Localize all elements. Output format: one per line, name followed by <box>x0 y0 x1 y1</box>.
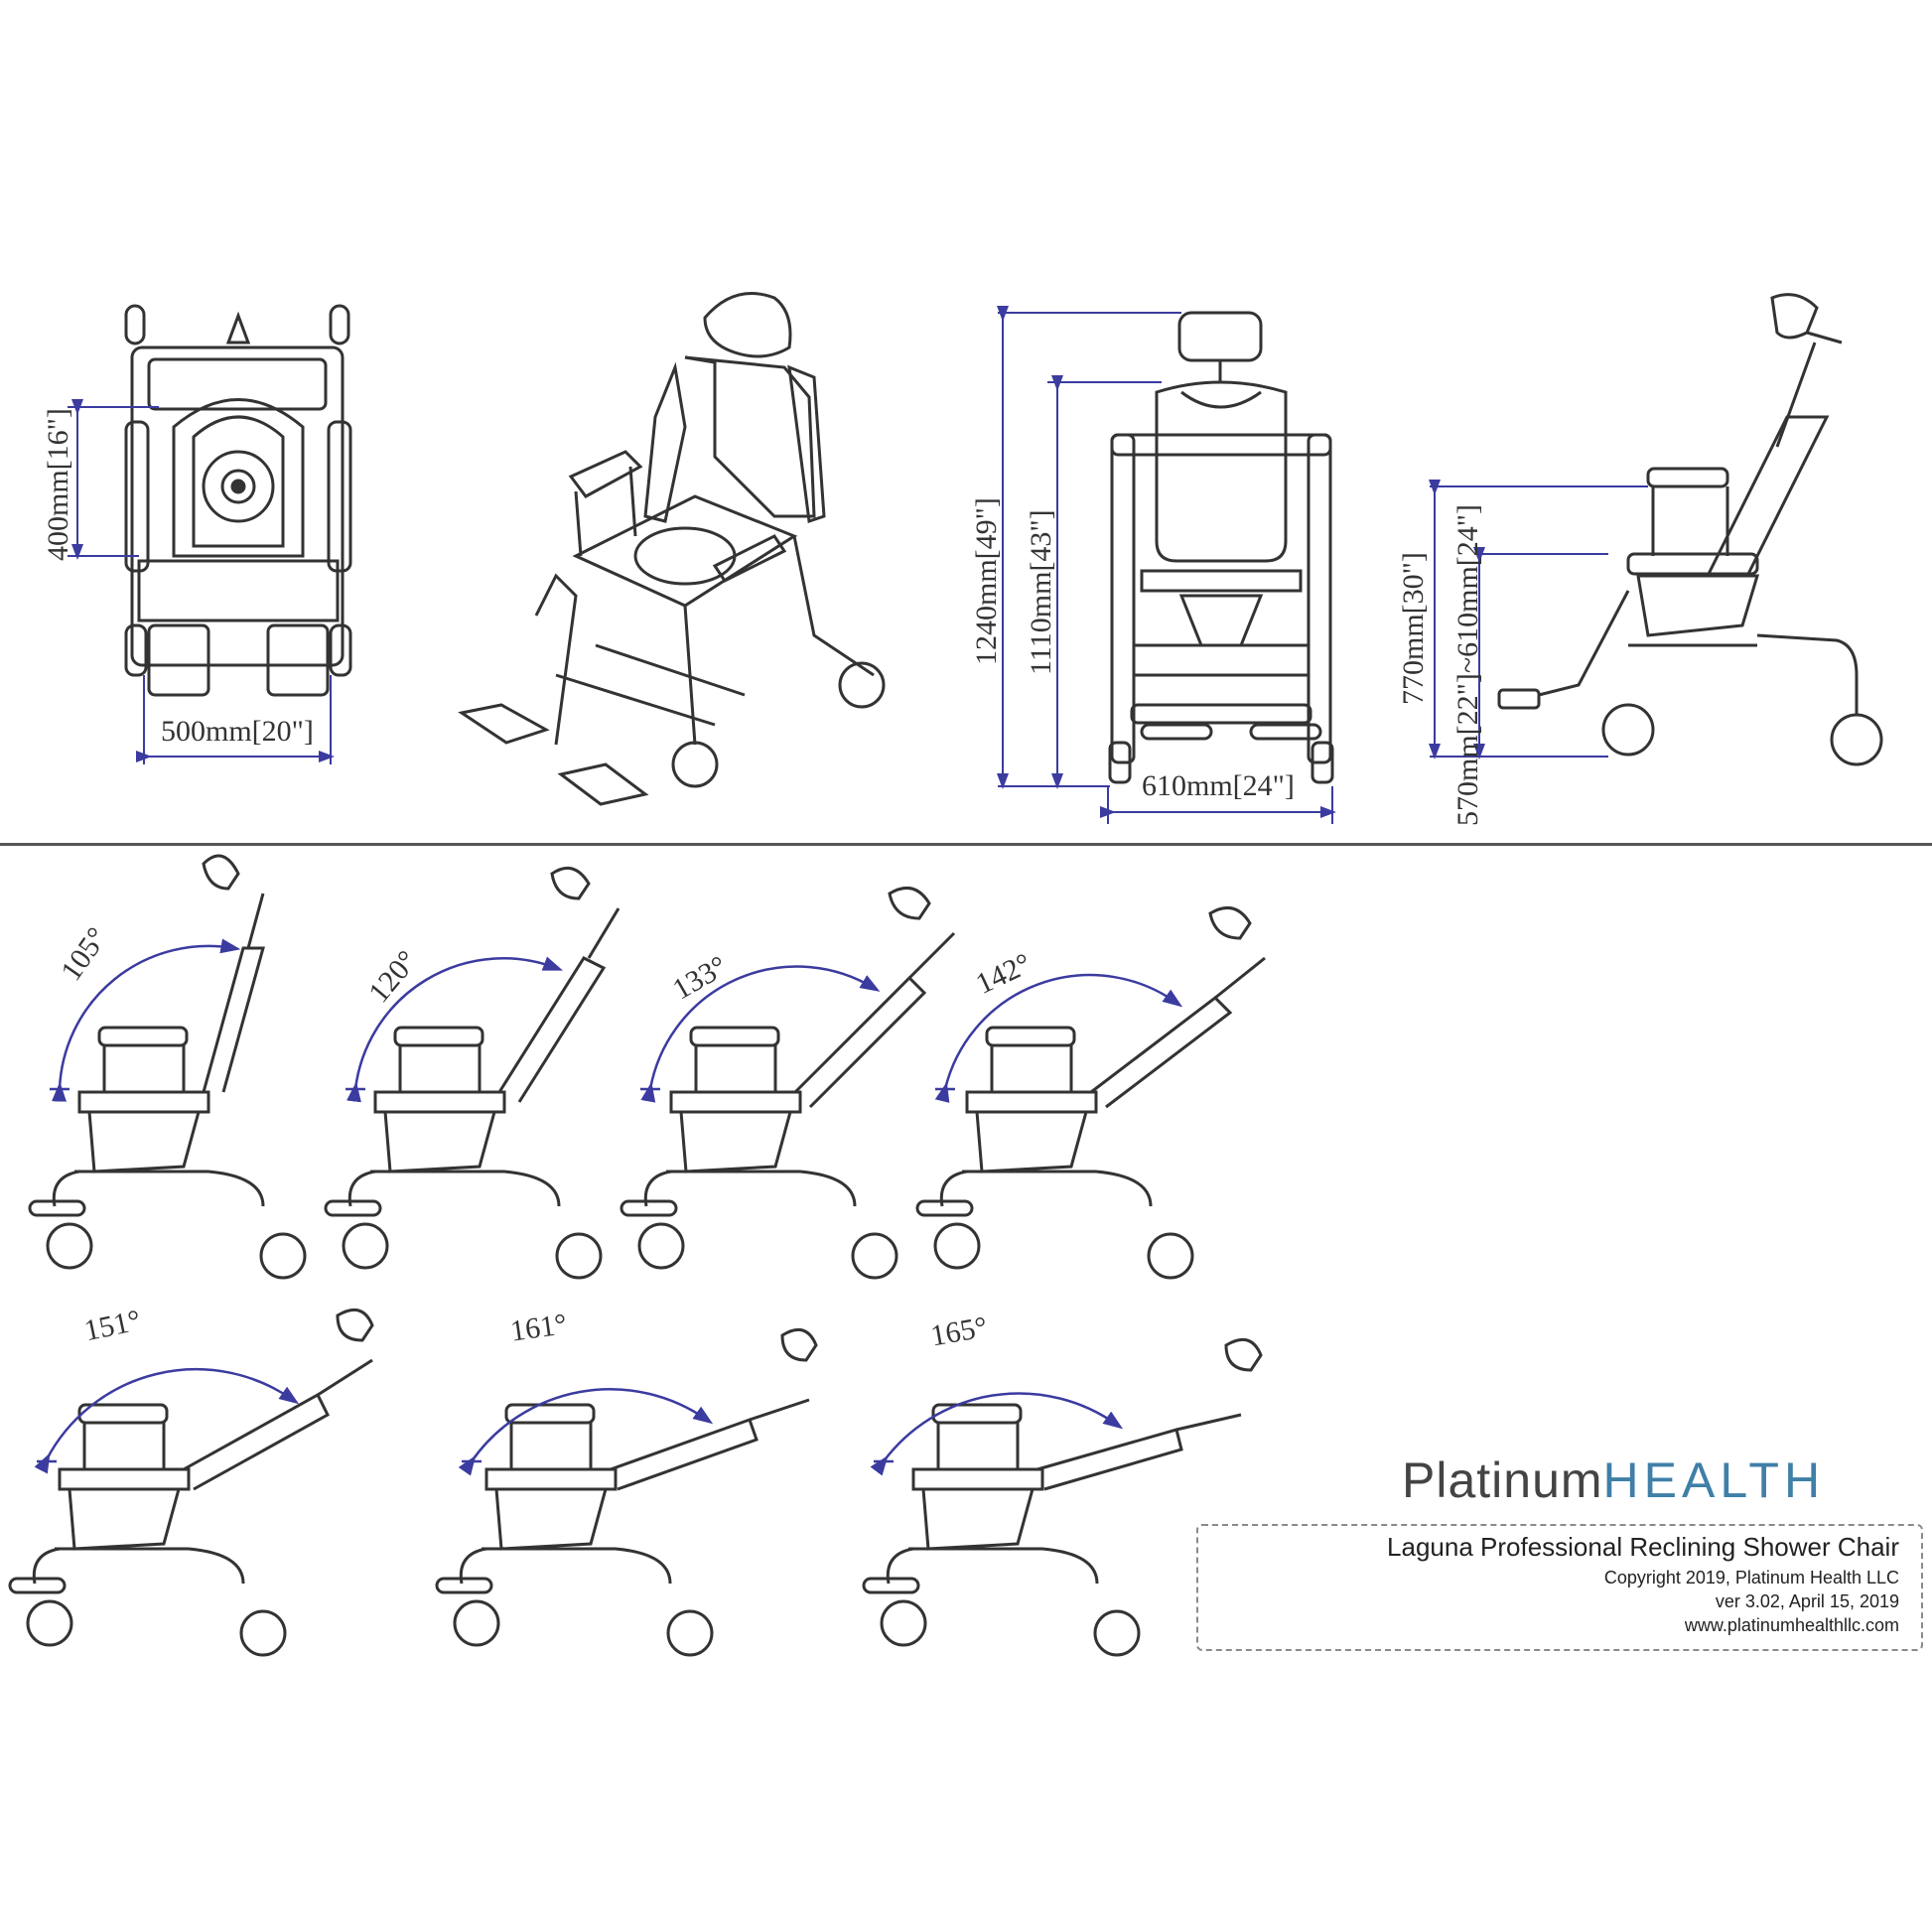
title-block-product: Laguna Professional Reclining Shower Cha… <box>1387 1532 1899 1562</box>
title-block-copyright: Copyright 2019, Platinum Health LLC <box>1603 1568 1899 1587</box>
side-view-drawing <box>1497 293 1883 766</box>
side-view-armrest-height-label: 770mm[30"] <box>1397 552 1430 705</box>
top-view-dimensions <box>68 399 335 764</box>
front-view-dimensions <box>997 306 1336 824</box>
recline-angle-arcs <box>34 938 1183 1476</box>
title-block-version: ver 3.02, April 15, 2019 <box>1715 1591 1899 1611</box>
logo-text-health: HEALTH <box>1602 1452 1826 1508</box>
side-view-seat-height-label: 570mm[22"]~610mm[24"] <box>1451 503 1484 826</box>
logo-text-platinum: Platinum <box>1402 1452 1603 1508</box>
front-view-drawing <box>1108 311 1334 784</box>
front-view-overall-height-label: 1240mm[49"] <box>970 497 1003 665</box>
top-view-depth-label: 400mm[16"] <box>42 408 74 561</box>
perspective-view-drawing <box>458 292 886 806</box>
title-block: Laguna Professional Reclining Shower Cha… <box>1196 1524 1923 1651</box>
front-view-back-height-label: 1110mm[43"] <box>1025 509 1057 675</box>
top-view-width-label: 500mm[20"] <box>161 715 314 748</box>
front-view-width-label: 610mm[24"] <box>1142 769 1295 802</box>
title-block-website: www.platinumhealthllc.com <box>1684 1615 1899 1635</box>
top-view-drawing <box>124 304 352 697</box>
side-view-dimensions <box>1429 480 1648 759</box>
section-divider <box>0 843 1932 846</box>
platinum-health-logo: PlatinumHEALTH <box>1402 1451 1825 1509</box>
